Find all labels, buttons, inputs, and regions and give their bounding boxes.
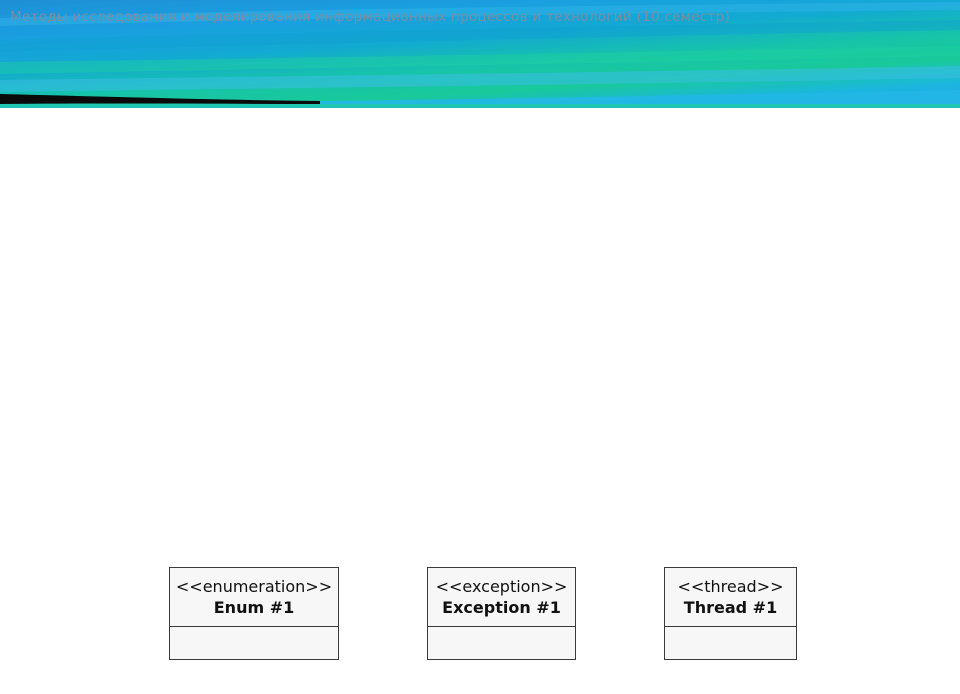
banner-decoration	[0, 2, 960, 108]
stereotype-label: <<thread>>	[677, 577, 784, 596]
class-box-thread: <<thread>> Thread #1	[664, 567, 797, 660]
page-title: Методы исследования и моделирования инфо…	[10, 9, 731, 25]
class-box-enumeration: <<enumeration>> Enum #1	[169, 567, 339, 660]
class-name: Exception #1	[442, 598, 561, 617]
class-name: Thread #1	[683, 598, 778, 617]
stereotype-label: <<exception>>	[435, 577, 568, 596]
header-banner: Методы исследования и моделирования инфо…	[0, 0, 960, 108]
class-box-exception: <<exception>> Exception #1	[427, 567, 576, 660]
class-box-header: <<enumeration>> Enum #1	[170, 568, 338, 627]
class-box-header: <<exception>> Exception #1	[428, 568, 575, 627]
stereotype-label: <<enumeration>>	[175, 577, 333, 596]
class-box-header: <<thread>> Thread #1	[665, 568, 796, 627]
class-name: Enum #1	[213, 598, 295, 617]
